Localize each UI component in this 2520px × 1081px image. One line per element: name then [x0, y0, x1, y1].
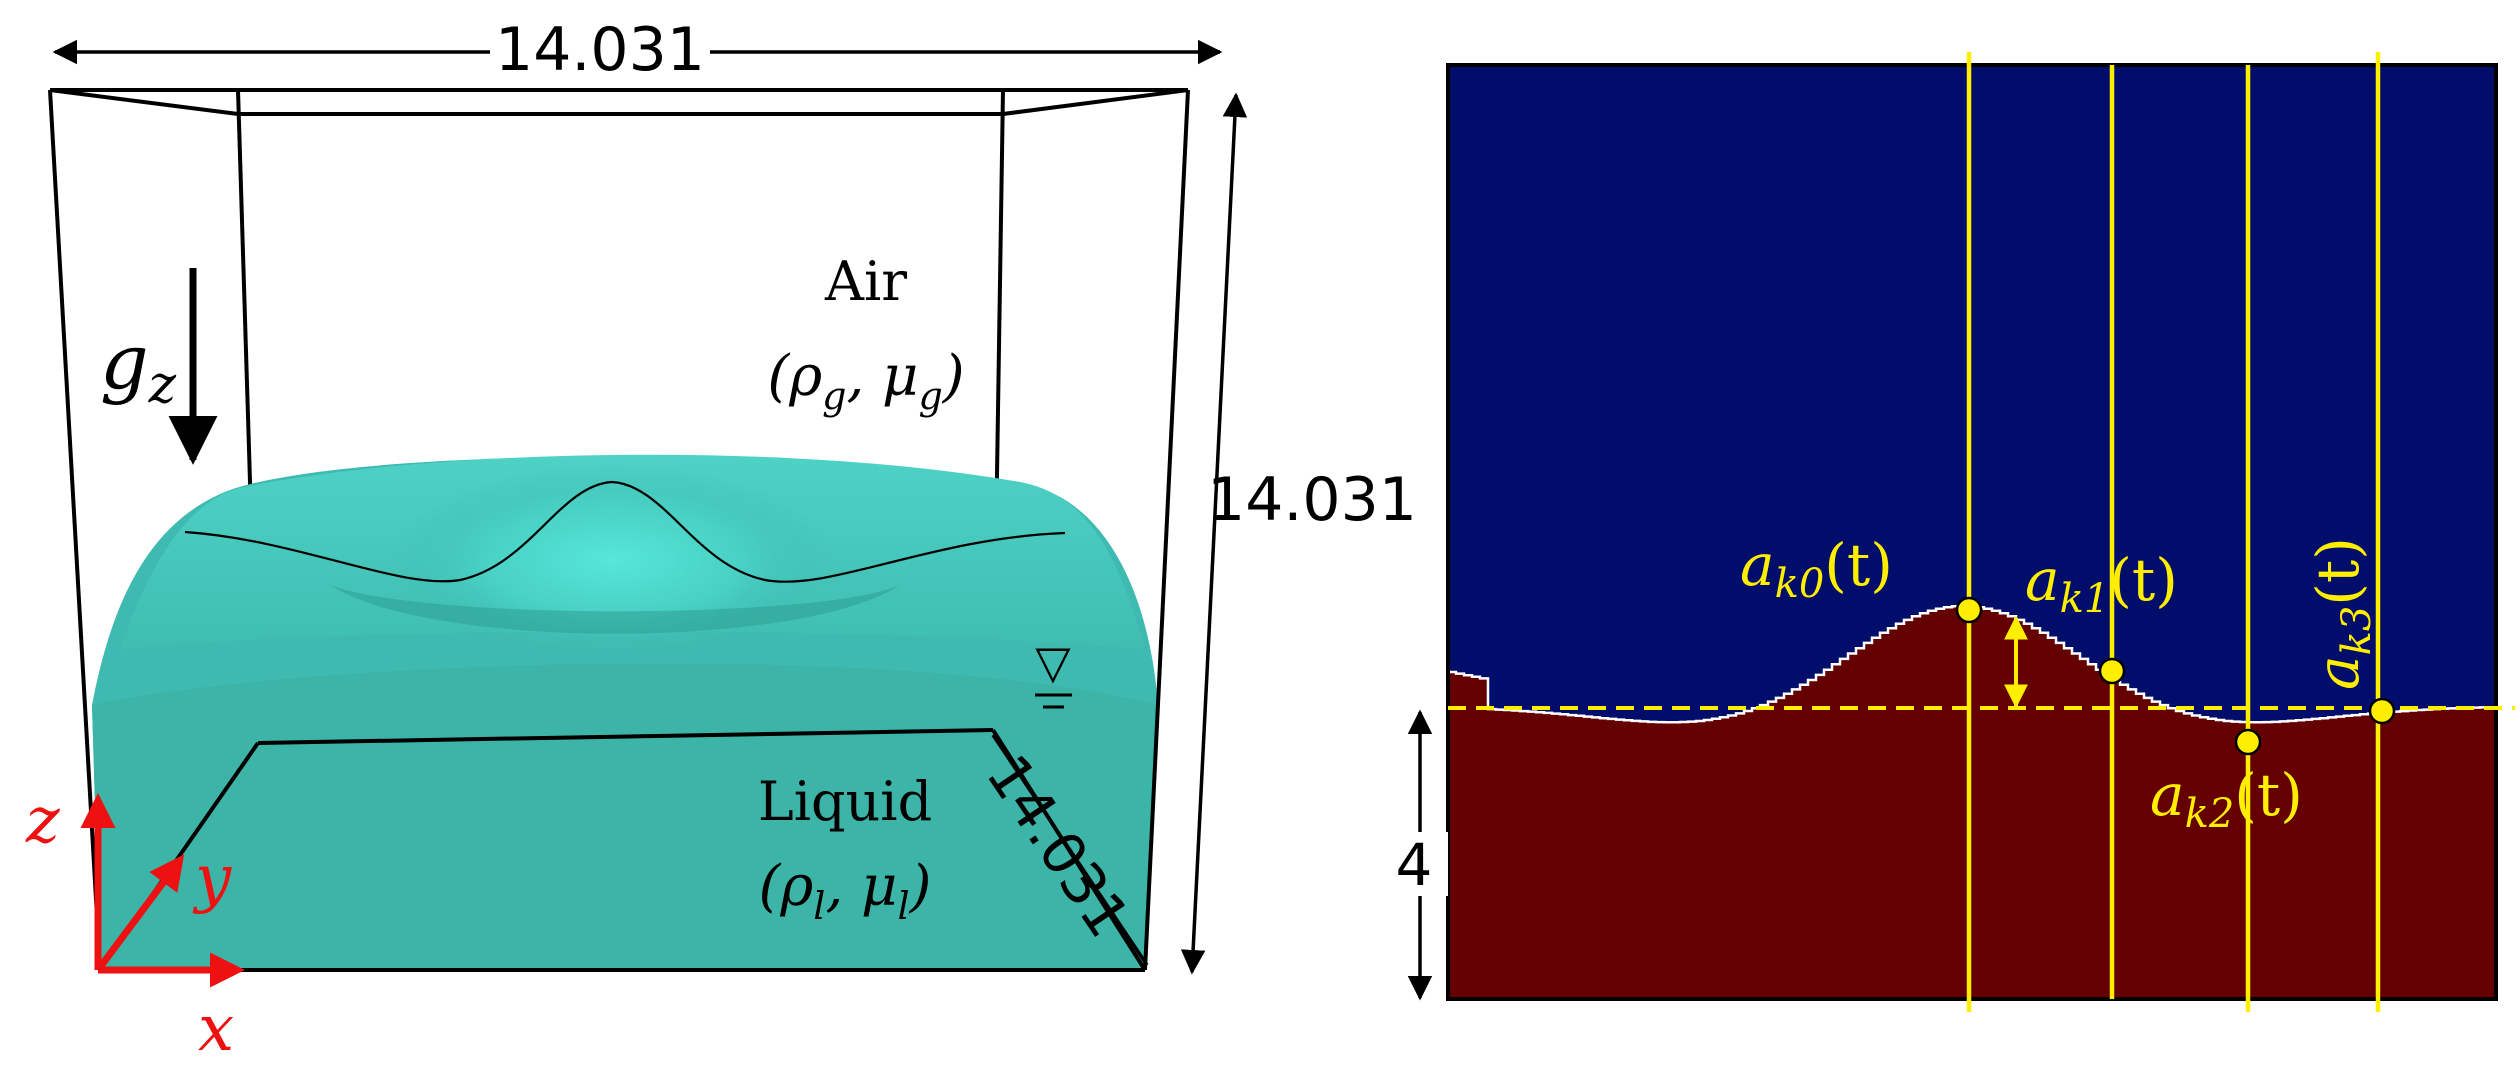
liquid-label: Liquid: [758, 770, 932, 833]
air-label: Air: [824, 250, 907, 313]
bottom-back-edge: [257, 728, 994, 745]
top-left-join: [49, 88, 239, 116]
dim-top-label: 14.031: [495, 15, 705, 85]
top-right-join: [1002, 88, 1189, 116]
water-level-icon: ▽: [1035, 635, 1071, 689]
axis-x-label: x: [198, 992, 234, 1066]
liquid-bump: [392, 465, 832, 655]
liquid-properties: (ρl, μl): [759, 854, 932, 928]
axis-y-arrow: [95, 854, 185, 973]
gravity-label: gz: [100, 317, 177, 415]
probe-label-k1: ak1(t): [2025, 546, 2178, 622]
cross-section-view: ak0(t) ak1(t) ak2(t) ak3(t) 4: [1392, 52, 2515, 1012]
probe-point-k0: [1955, 596, 1983, 624]
bump-trough-shadow: [330, 585, 900, 634]
axis-z-label: z: [25, 784, 61, 858]
probe-point-k1: [2098, 657, 2126, 685]
probe-label-k3: ak3(t): [2304, 537, 2380, 690]
probe-point-k3: [2368, 697, 2396, 725]
domain-border: [1446, 63, 2498, 1001]
front-right-edge: [1143, 89, 1190, 971]
dim-depth-arrow: [991, 734, 1149, 966]
probe-point-k2: [2234, 728, 2262, 756]
depth-label: 4: [1396, 831, 1433, 899]
dim-right-label: 14.031: [1207, 465, 1417, 535]
air-properties: (ρg, μg): [767, 344, 964, 418]
probe-label-k2: ak2(t): [2150, 761, 2303, 837]
axis-y-label: y: [192, 842, 232, 916]
tank-3d-view: 14.031 14.031 14.031 gz Air (ρg, μg) Liq…: [25, 15, 1417, 1066]
wave-profile-curve: [184, 480, 1066, 583]
dim-right-arrow: [1180, 92, 1248, 975]
depth-label-bg: [1392, 832, 1448, 896]
probe-label-k0: ak0(t): [1740, 531, 1893, 607]
